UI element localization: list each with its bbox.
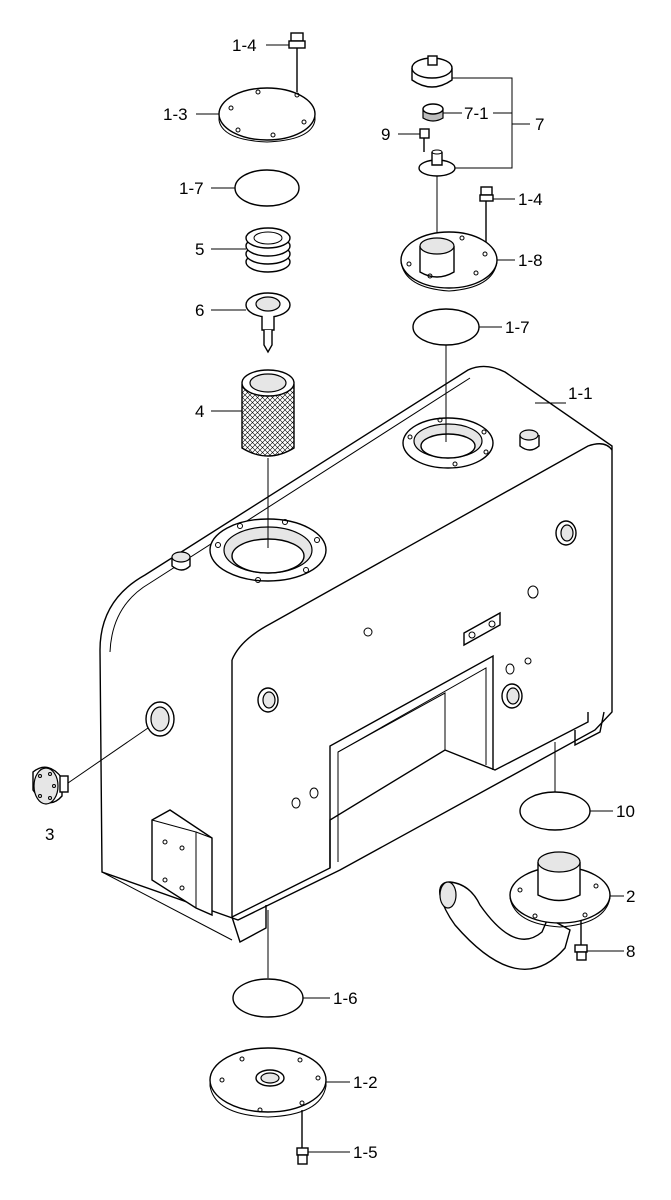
leader-lines [196, 44, 624, 1153]
valve-6 [245, 292, 291, 354]
tank-side-port [145, 701, 175, 737]
callout-6: 6 [195, 301, 204, 320]
callout-5: 5 [195, 240, 204, 259]
callout-7: 7 [535, 115, 544, 134]
callout-9: 9 [381, 125, 390, 144]
tank-top-flange-right [402, 417, 494, 469]
callout-7-1: 7-1 [464, 104, 489, 123]
suction-pipe-2 [439, 851, 611, 970]
callout-3: 3 [45, 825, 54, 844]
callout-1-7-right: 1-7 [505, 318, 530, 337]
callout-8: 8 [626, 942, 635, 961]
callout-4: 4 [195, 402, 204, 421]
callout-1-2: 1-2 [353, 1073, 378, 1092]
gasket-1-6 [232, 978, 304, 1018]
callout-1-7-left: 1-7 [179, 179, 204, 198]
cover-1-2 [209, 1047, 327, 1118]
gasket-1-7-right [412, 308, 480, 346]
flange-1-8 [400, 231, 498, 292]
callout-1-4-right: 1-4 [518, 190, 543, 209]
callout-10: 10 [616, 802, 635, 821]
assembly-line-plug [67, 727, 149, 784]
callout-1-1: 1-1 [568, 384, 593, 403]
bolt-1-5 [296, 1110, 309, 1165]
breather-cap-7 [411, 55, 453, 88]
callout-1-6: 1-6 [333, 989, 358, 1008]
plug-3 [32, 766, 69, 805]
gasket-10 [519, 791, 591, 831]
callout-1-3: 1-3 [163, 105, 188, 124]
cover-1-3 [218, 87, 316, 143]
gasket-1-7-left [234, 169, 300, 207]
bolt-8 [574, 920, 588, 961]
callout-1-8: 1-8 [518, 251, 543, 270]
spring-5 [245, 227, 291, 273]
strainer-4 [241, 369, 295, 457]
callout-2: 2 [626, 887, 635, 906]
hydraulic-tank-body [99, 365, 613, 944]
element-7-1 [422, 103, 444, 122]
tank-side-plate [151, 809, 213, 917]
callout-1-5: 1-5 [353, 1143, 378, 1162]
screw-9 [419, 128, 430, 152]
bolt-1-4-top [288, 32, 306, 92]
tank-top-flange-left [209, 518, 327, 583]
callout-1-4-top: 1-4 [232, 36, 257, 55]
tank-top-bosses [171, 429, 540, 571]
breather-base [418, 149, 456, 177]
tank-front-ports [257, 520, 577, 809]
